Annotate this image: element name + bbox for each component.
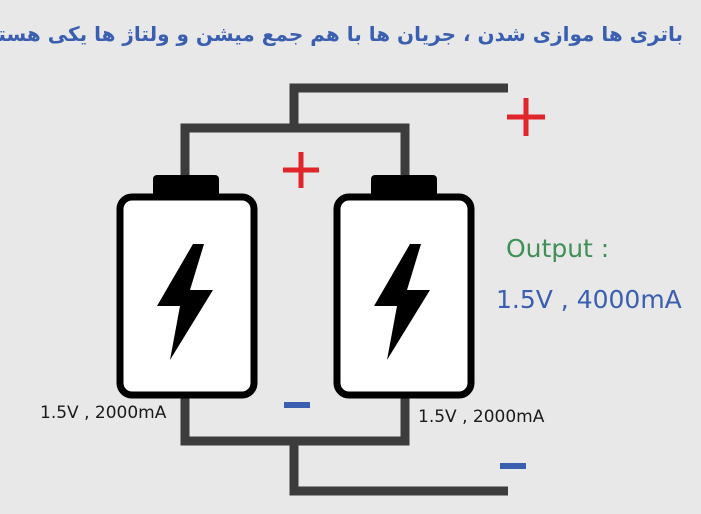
battery-left bbox=[116, 175, 258, 399]
battery-right-rating: 1.5V , 2000mA bbox=[418, 407, 545, 427]
plus-sign-icon bbox=[507, 98, 545, 136]
top-output-wire bbox=[289, 83, 508, 128]
battery-left-terminal bbox=[153, 175, 219, 199]
diagram-title: باتری ها موازی شدن ، جریان ها با هم جمع … bbox=[0, 22, 683, 46]
lightning-bolt-icon bbox=[157, 244, 213, 360]
lightning-bolt-icon bbox=[374, 244, 430, 360]
battery-right bbox=[333, 175, 475, 399]
output-title: Output : bbox=[506, 234, 610, 263]
plus-sign-icon bbox=[283, 152, 319, 188]
bottom-bus-wire bbox=[180, 395, 410, 446]
bottom-wire bbox=[180, 395, 508, 496]
top-wire bbox=[180, 83, 508, 180]
battery-left-rating: 1.5V , 2000mA bbox=[40, 403, 167, 423]
output-value: 1.5V , 4000mA bbox=[496, 285, 682, 314]
bottom-output-wire bbox=[289, 441, 508, 496]
battery-right-terminal bbox=[371, 175, 437, 199]
